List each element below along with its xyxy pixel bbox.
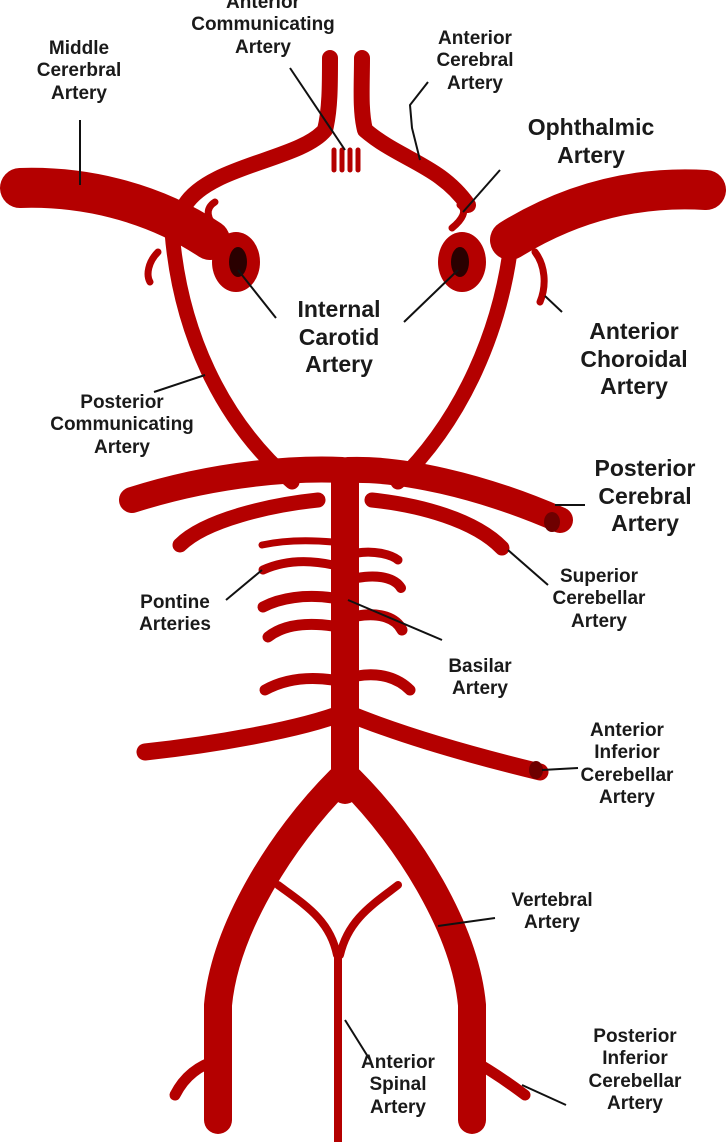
- label-middle-cerebral-artery: Middle Cererbral Artery: [24, 38, 134, 105]
- pontine-artery-right-4: [357, 675, 410, 690]
- pontine-artery-left-1: [262, 541, 333, 545]
- pontine-artery-left-5: [265, 678, 333, 690]
- leader-internal-carotid-right: [404, 270, 458, 322]
- label-anterior-cerebral-artery: Anterior Cerebral Artery: [420, 28, 530, 95]
- label-anterior-spinal-artery: Anterior Spinal Artery: [338, 1052, 458, 1119]
- label-internal-carotid-artery: Internal Carotid Artery: [274, 296, 404, 379]
- left-anterior-choroidal-artery: [148, 252, 158, 282]
- leader-posterior-communicating: [154, 375, 205, 392]
- label-pontine-arteries: Pontine Arteries: [120, 592, 230, 637]
- pontine-artery-left-2: [263, 562, 333, 570]
- left-anterior-cerebral-artery: [185, 58, 330, 205]
- right-anterior-choroidal-artery: [535, 252, 544, 302]
- label-basilar-artery: Basilar Artery: [430, 656, 530, 701]
- left-anterior-inferior-cerebellar-artery: [145, 712, 345, 752]
- label-anterior-choroidal-artery: Anterior Choroidal Artery: [554, 318, 714, 401]
- left-ophthalmic-artery: [208, 202, 218, 228]
- pontine-artery-left-4: [268, 624, 333, 637]
- left-vertebral-artery: [218, 780, 340, 1120]
- left-middle-cerebral-artery: [20, 188, 210, 240]
- right-middle-cerebral-artery: [510, 189, 706, 240]
- label-superior-cerebellar-artery: Superior Cerebellar Artery: [534, 566, 664, 633]
- pontine-artery-right-1: [357, 552, 398, 560]
- right-ophthalmic-artery: [452, 205, 464, 228]
- label-posterior-communicating-artery: Posterior Communicating Artery: [22, 392, 222, 459]
- label-vertebral-artery: Vertebral Artery: [492, 890, 612, 935]
- label-posterior-inferior-cerebellar-artery: Posterior Inferior Cerebellar Artery: [560, 1026, 710, 1116]
- leader-pontine: [226, 570, 262, 600]
- pontine-artery-right-3: [357, 615, 402, 630]
- right-posterior-cerebral-artery-end: [544, 512, 560, 532]
- right-superior-cerebellar-artery: [372, 500, 502, 548]
- right-anterior-inferior-cerebellar-artery: [345, 712, 540, 772]
- right-internal-carotid-lumen: [451, 247, 469, 277]
- anterior-spinal-artery-right-root: [340, 885, 398, 955]
- pontine-artery-left-3: [263, 596, 333, 607]
- label-posterior-cerebral-artery: Posterior Cerebral Artery: [572, 455, 718, 538]
- label-anterior-inferior-cerebellar-artery: Anterior Inferior Cerebellar Artery: [562, 720, 692, 810]
- pontine-artery-right-2: [357, 576, 401, 588]
- leader-anterior-choroidal: [545, 296, 562, 312]
- leader-ophthalmic: [463, 170, 500, 212]
- label-ophthalmic-artery: Ophthalmic Artery: [506, 114, 676, 169]
- left-internal-carotid-lumen: [229, 247, 247, 277]
- label-anterior-communicating-artery: Anterior Communicating Artery: [168, 0, 358, 59]
- leader-internal-carotid-left: [238, 270, 276, 318]
- anterior-spinal-artery-left-root: [278, 885, 337, 955]
- right-anterior-inferior-cerebellar-artery-end: [529, 761, 543, 779]
